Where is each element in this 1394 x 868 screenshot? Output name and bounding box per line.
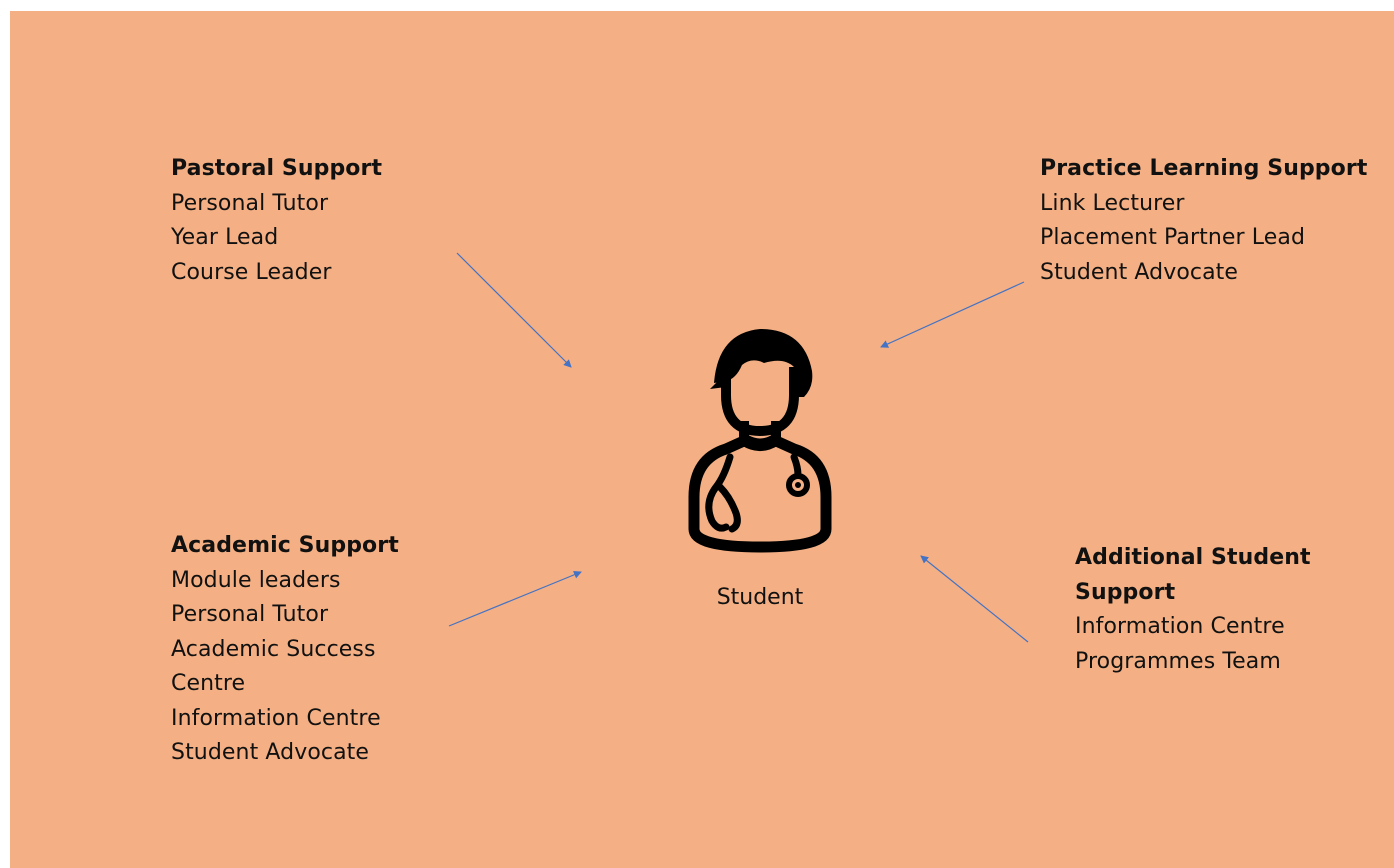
practice-item: Placement Partner Lead	[1040, 225, 1306, 250]
additional-student-support-heading: Additional Student Support	[1075, 545, 1311, 605]
practice-item: Student Advocate	[1040, 259, 1239, 285]
academic-item: Information Centre	[171, 705, 381, 731]
arrow-additional	[920, 555, 1029, 643]
diagram-canvas: Pastoral Support Personal Tutor Year Lea…	[10, 11, 1394, 868]
arrow-practice	[880, 281, 1025, 348]
arrow-pastoral	[456, 252, 572, 368]
academic-support-heading: Academic Support	[171, 533, 399, 558]
doctor-with-stethoscope-icon	[688, 329, 832, 553]
additional-item: Information Centre	[1075, 614, 1285, 639]
arrow-academic	[448, 570, 582, 627]
academic-item: Student Advocate	[171, 740, 370, 765]
academic-item: Module leaders	[171, 567, 341, 593]
academic-item: Personal Tutor	[171, 602, 329, 627]
practice-learning-support-heading: Practice Learning Support	[1040, 156, 1368, 181]
additional-student-support-group: Additional Student Support Information C…	[1075, 541, 1325, 679]
pastoral-item: Course Leader	[171, 259, 332, 285]
pastoral-item: Personal Tutor	[171, 190, 329, 216]
pastoral-support-group: Pastoral Support Personal Tutor Year Lea…	[171, 152, 471, 290]
pastoral-item: Year Lead	[171, 225, 279, 250]
academic-support-group: Academic Support Module leaders Personal…	[171, 529, 421, 771]
practice-learning-support-group: Practice Learning Support Link Lecturer …	[1040, 152, 1390, 290]
pastoral-support-heading: Pastoral Support	[171, 156, 383, 181]
academic-item: Academic Success Centre	[171, 636, 376, 697]
practice-item: Link Lecturer	[1040, 190, 1185, 216]
student-label: Student	[716, 585, 804, 610]
additional-item: Programmes Team	[1075, 648, 1281, 674]
